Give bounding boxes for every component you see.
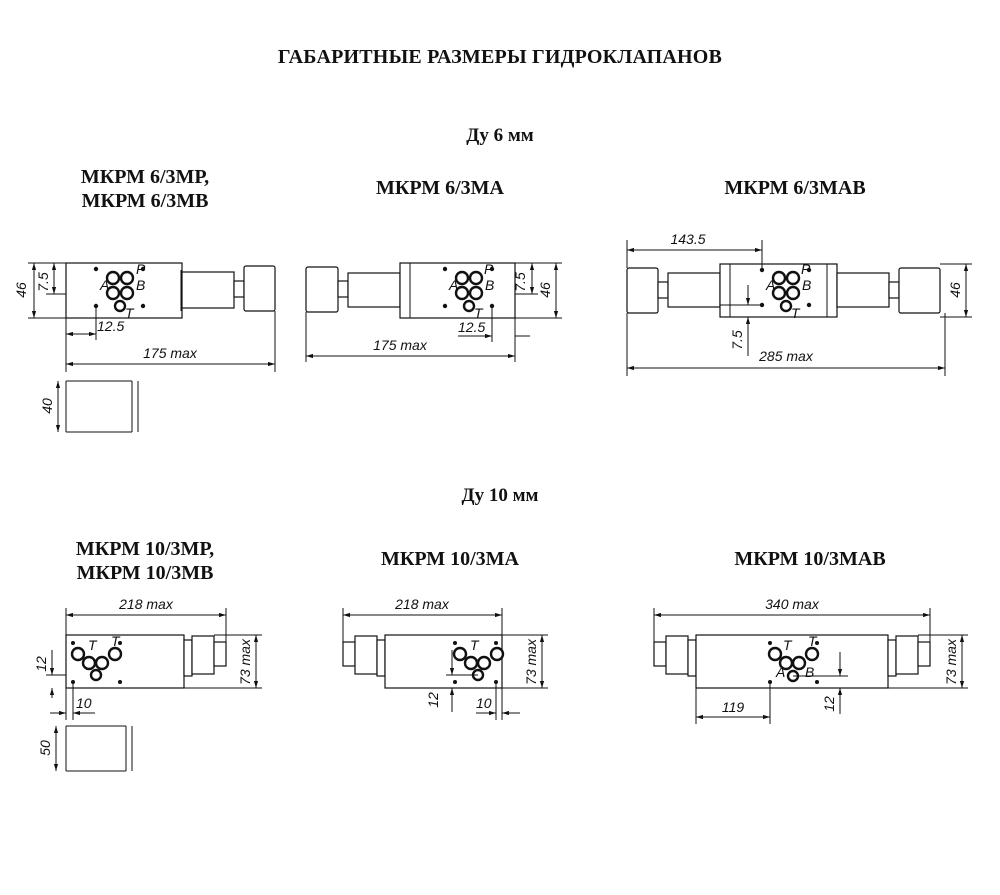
dim-73-max: 73 max bbox=[237, 638, 253, 685]
dim-175-max: 175 max bbox=[143, 345, 198, 361]
port-pattern: T T bbox=[70, 633, 123, 684]
port-pattern: P A B T bbox=[442, 261, 494, 321]
section-du6-heading: Ду 6 мм bbox=[466, 125, 534, 146]
dim-40: 40 bbox=[39, 398, 55, 414]
model-label-mkrm-6-3mab: МКРМ 6/3МАВ bbox=[724, 177, 866, 199]
port-label-t: T bbox=[88, 637, 98, 653]
dim-12: 12 bbox=[821, 696, 837, 712]
port-pattern: P A B T bbox=[93, 261, 146, 321]
port-label-t: T bbox=[125, 305, 135, 321]
flange bbox=[183, 639, 193, 677]
dim-46: 46 bbox=[13, 282, 29, 298]
adjuster-cap bbox=[213, 641, 227, 667]
port-label-b: B bbox=[805, 664, 814, 680]
adjuster-housing bbox=[354, 635, 378, 675]
port-label-a: A bbox=[775, 664, 785, 680]
adjuster-housing bbox=[347, 272, 401, 308]
adjuster-cap-right bbox=[917, 641, 931, 667]
port-label-b: B bbox=[485, 277, 494, 293]
adjuster-knob-right bbox=[898, 267, 941, 314]
adjuster-knob bbox=[305, 266, 339, 313]
section-du10-heading: Ду 10 мм bbox=[461, 485, 539, 506]
port-label-t: T bbox=[783, 637, 793, 653]
dim-46: 46 bbox=[947, 282, 963, 298]
adjuster-cap-left bbox=[653, 641, 667, 667]
adjuster-nut-left bbox=[657, 281, 669, 299]
model-label-mkrm-6-3mp: МКРМ 6/3МР, МКРМ 6/3МВ bbox=[40, 165, 250, 213]
model-label-mkrm-10-3ma: МКРМ 10/3МА bbox=[381, 548, 519, 570]
adjuster-nut bbox=[337, 280, 349, 298]
dim-10: 10 bbox=[76, 695, 92, 711]
port-label-t: T bbox=[470, 637, 480, 653]
port-pattern: P A B T bbox=[759, 261, 811, 321]
dim-50: 50 bbox=[37, 740, 53, 756]
port-label-a: A bbox=[448, 277, 458, 293]
adjuster-housing bbox=[191, 635, 215, 675]
port-label-p: P bbox=[484, 261, 494, 277]
adjuster-housing-right bbox=[895, 635, 919, 675]
dim-12: 12 bbox=[425, 692, 441, 708]
dim-7-5: 7.5 bbox=[512, 272, 528, 292]
port-label-a: A bbox=[99, 277, 109, 293]
port-label-t: T bbox=[791, 305, 801, 321]
drawing-mkrm-6-3mp: P A B T 46 7.5 12.5 175 max 40 bbox=[13, 261, 276, 433]
flange-right bbox=[887, 639, 897, 677]
drawing-mkrm-10-3mab: T T A B 340 max 73 max 119 12 bbox=[653, 596, 968, 724]
dim-119: 119 bbox=[722, 699, 745, 715]
model-label-line2: МКРМ 6/3МВ bbox=[81, 190, 209, 212]
port-label-p: P bbox=[801, 261, 811, 277]
flange-left bbox=[687, 639, 697, 677]
page-title: ГАБАРИТНЫЕ РАЗМЕРЫ ГИДРОКЛАПАНОВ bbox=[277, 46, 723, 68]
adjuster-knob-left bbox=[626, 267, 659, 314]
adjuster-housing bbox=[181, 271, 235, 309]
dim-46: 46 bbox=[537, 282, 553, 298]
drawing-mkrm-10-3ma: T 218 max 73 max 12 10 bbox=[342, 596, 548, 720]
port-label-b: B bbox=[802, 277, 811, 293]
dim-73-max: 73 max bbox=[523, 638, 539, 685]
drawing-mkrm-10-3mp: T T 218 max 73 max 12 10 50 bbox=[33, 596, 262, 772]
adjuster-housing-left bbox=[665, 635, 689, 675]
adjuster-housing-right bbox=[836, 272, 890, 308]
dim-12-5: 12.5 bbox=[97, 318, 124, 334]
dim-285-max: 285 max bbox=[758, 348, 814, 364]
port-label-a: A bbox=[765, 277, 775, 293]
port-label-t-2: T bbox=[111, 633, 121, 649]
dim-175-max: 175 max bbox=[373, 337, 428, 353]
flange bbox=[376, 639, 386, 677]
model-label-line1: МКРМ 6/3МР, bbox=[80, 166, 210, 188]
model-label-mkrm-10-3mab: МКРМ 10/3МАВ bbox=[734, 548, 886, 570]
adjuster-nut-right bbox=[888, 281, 900, 299]
drawing-mkrm-6-3ma: P A B T 7.5 46 12.5 175 max bbox=[305, 261, 562, 362]
dim-10: 10 bbox=[476, 695, 492, 711]
dim-7-5: 7.5 bbox=[729, 330, 745, 350]
port-label-b: B bbox=[136, 277, 145, 293]
adjuster-nut bbox=[233, 280, 245, 298]
dim-12: 12 bbox=[33, 656, 49, 672]
model-label-line1: МКРМ 10/3МР, bbox=[75, 538, 215, 560]
model-label-line2: МКРМ 10/3МВ bbox=[76, 562, 214, 584]
adjuster-cap bbox=[342, 641, 356, 667]
adjuster-knob bbox=[243, 265, 276, 312]
dim-143-5: 143.5 bbox=[670, 231, 705, 247]
port-label-p: P bbox=[136, 261, 146, 277]
adjuster-housing-left bbox=[667, 272, 721, 308]
dim-340-max: 340 max bbox=[765, 596, 820, 612]
dim-218-max: 218 max bbox=[118, 596, 174, 612]
dim-7-5: 7.5 bbox=[35, 272, 51, 292]
model-label-mkrm-10-3mp: МКРМ 10/3МР, МКРМ 10/3МВ bbox=[40, 537, 250, 585]
port-label-t-2: T bbox=[808, 633, 818, 649]
dim-218-max: 218 max bbox=[394, 596, 450, 612]
port-label-t: T bbox=[474, 305, 484, 321]
dim-73-max: 73 max bbox=[943, 638, 959, 685]
drawing-mkrm-6-3mab: P A B T 143.5 46 7.5 285 max bbox=[626, 231, 972, 376]
model-label-mkrm-6-3ma: МКРМ 6/3МА bbox=[376, 177, 504, 199]
dim-12-5: 12.5 bbox=[458, 319, 485, 335]
